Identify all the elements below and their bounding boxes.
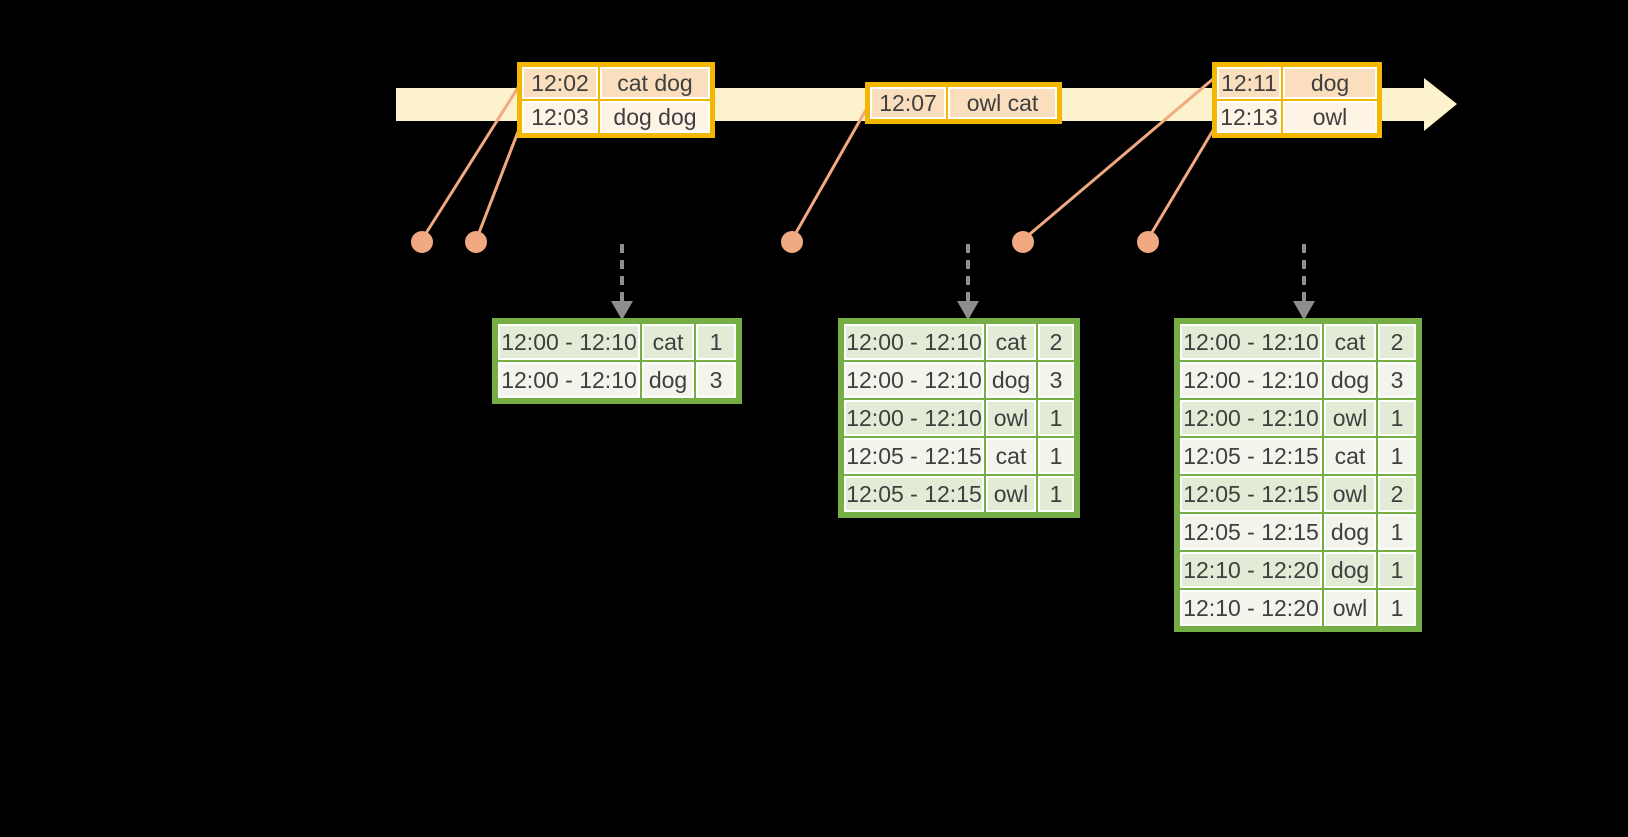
table-cell: cat <box>642 324 694 360</box>
table-cell: 12:00 - 12:10 <box>1180 400 1322 436</box>
table-cell: owl cat <box>948 87 1057 119</box>
table-cell: 1 <box>1038 438 1074 474</box>
event-connector-line <box>1146 126 1217 240</box>
table-cell: 1 <box>1038 476 1074 512</box>
table-cell: 1 <box>1038 400 1074 436</box>
table-cell: cat <box>986 324 1036 360</box>
event-dot <box>1137 231 1159 253</box>
table-cell: 12:13 <box>1217 101 1281 133</box>
table-cell: 12:10 - 12:20 <box>1180 590 1322 626</box>
table-cell: 1 <box>696 324 736 360</box>
table-cell: owl <box>1324 476 1376 512</box>
table-cell: 2 <box>1038 324 1074 360</box>
table-cell: 12:00 - 12:10 <box>498 362 640 398</box>
timeline-arrowhead-icon <box>1424 78 1457 131</box>
table-cell: 12:05 - 12:15 <box>1180 438 1322 474</box>
table-cell: dog <box>1324 514 1376 550</box>
table-cell: 12:07 <box>870 87 946 119</box>
table-cell: 1 <box>1378 590 1416 626</box>
table-cell: 3 <box>1038 362 1074 398</box>
trigger-arrowhead-icon <box>611 301 633 320</box>
table-cell: owl <box>1283 101 1377 133</box>
table-cell: dog dog <box>600 101 710 133</box>
table-cell: 12:11 <box>1217 67 1281 99</box>
table-cell: owl <box>1324 590 1376 626</box>
table-cell: 2 <box>1378 476 1416 512</box>
table-cell: dog <box>986 362 1036 398</box>
table-cell: 1 <box>1378 400 1416 436</box>
event-connector-line <box>421 85 521 239</box>
table-cell: 12:05 - 12:15 <box>844 438 984 474</box>
event-dot <box>465 231 487 253</box>
table-cell: 12:00 - 12:10 <box>844 362 984 398</box>
event-connector-line <box>475 123 523 239</box>
table-cell: owl <box>986 476 1036 512</box>
table-cell: owl <box>1324 400 1376 436</box>
table-cell: cat <box>1324 324 1376 360</box>
table-cell: 1 <box>1378 552 1416 588</box>
table-cell: 1 <box>1378 438 1416 474</box>
event-connector-line <box>1023 77 1214 241</box>
table-cell: dog <box>1324 362 1376 398</box>
table-cell: dog <box>642 362 694 398</box>
table-cell: owl <box>986 400 1036 436</box>
table-cell: 12:05 - 12:15 <box>844 476 984 512</box>
table-cell: 12:05 - 12:15 <box>1180 476 1322 512</box>
table-cell: 2 <box>1378 324 1416 360</box>
table-cell: 1 <box>1378 514 1416 550</box>
event-dot <box>1012 231 1034 253</box>
trigger-arrowhead-icon <box>1293 301 1315 320</box>
table-cell: 12:05 - 12:15 <box>1180 514 1322 550</box>
event-dot <box>411 231 433 253</box>
trigger-arrowhead-icon <box>957 301 979 320</box>
table-cell: 12:00 - 12:10 <box>844 400 984 436</box>
table-cell: 12:00 - 12:10 <box>1180 362 1322 398</box>
table-cell: 3 <box>696 362 736 398</box>
table-cell: 12:10 - 12:20 <box>1180 552 1322 588</box>
table-cell: 12:00 - 12:10 <box>844 324 984 360</box>
table-cell: dog <box>1324 552 1376 588</box>
table-cell: cat dog <box>600 67 710 99</box>
event-connector-line <box>791 107 869 239</box>
table-cell: 12:02 <box>522 67 598 99</box>
table-cell: 3 <box>1378 362 1416 398</box>
table-cell: 12:00 - 12:10 <box>498 324 640 360</box>
table-cell: 12:00 - 12:10 <box>1180 324 1322 360</box>
table-cell: dog <box>1283 67 1377 99</box>
table-cell: 12:03 <box>522 101 598 133</box>
table-cell: cat <box>986 438 1036 474</box>
table-cell: cat <box>1324 438 1376 474</box>
event-dot <box>781 231 803 253</box>
